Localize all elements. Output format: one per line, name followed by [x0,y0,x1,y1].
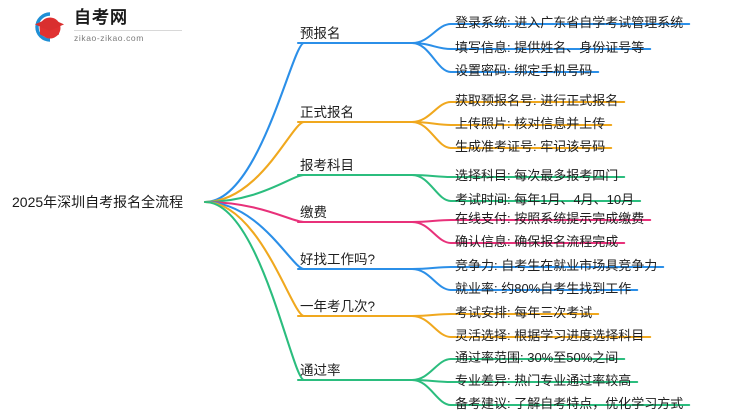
branch-node-4[interactable]: 缴费 [300,205,327,220]
branch-node-5[interactable]: 好找工作吗? [300,252,376,267]
leaf-node-2-1[interactable]: 获取预报名号: 进行正式报名 [455,93,619,108]
leaf-node-6-2[interactable]: 灵活选择: 根据学习进度选择科目 [455,328,645,343]
leaf-node-6-1[interactable]: 考试安排: 每年三次考试 [455,305,593,320]
leaf-node-7-3[interactable]: 备考建议: 了解自考特点，优化学习方式 [455,396,684,411]
branch-node-2[interactable]: 正式报名 [300,105,354,120]
leaf-node-1-3[interactable]: 设置密码: 绑定手机号码 [455,63,593,78]
leaf-node-5-2[interactable]: 就业率: 约80%自考生找到工作 [455,281,632,296]
leaf-node-4-2[interactable]: 确认信息: 确保报名流程完成 [455,234,619,249]
branch-node-3[interactable]: 报考科目 [300,158,354,173]
graduation-cap-icon [28,10,68,44]
logo-title: 自考网 [74,8,128,28]
leaf-node-4-1[interactable]: 在线支付: 按照系统提示完成缴费 [455,211,645,226]
leaf-node-3-1[interactable]: 选择科目: 每次最多报考四门 [455,168,619,183]
leaf-node-3-2[interactable]: 考试时间: 每年1月、4月、10月 [455,192,635,207]
leaf-node-2-2[interactable]: 上传照片: 核对信息并上传 [455,116,606,131]
leaf-node-7-1[interactable]: 通过率范围: 30%至50%之间 [455,350,619,365]
branch-node-6[interactable]: 一年考几次? [300,299,376,314]
root-node[interactable]: 2025年深圳自考报名全流程 [12,194,184,210]
branch-node-1[interactable]: 预报名 [300,26,341,41]
branch-node-7[interactable]: 通过率 [300,363,341,378]
leaf-node-1-1[interactable]: 登录系统: 进入广东省自学考试管理系统 [455,15,684,30]
site-logo: 自考网 zikao-zikao.com [28,9,182,45]
leaf-node-2-3[interactable]: 生成准考证号: 牢记该号码 [455,139,606,154]
logo-subtitle: zikao-zikao.com [74,30,182,44]
leaf-node-7-2[interactable]: 专业差异: 热门专业通过率较高 [455,373,632,388]
leaf-node-1-2[interactable]: 填写信息: 提供姓名、身份证号等 [455,40,645,55]
leaf-node-5-1[interactable]: 竞争力: 自考生在就业市场具竞争力 [455,258,658,273]
